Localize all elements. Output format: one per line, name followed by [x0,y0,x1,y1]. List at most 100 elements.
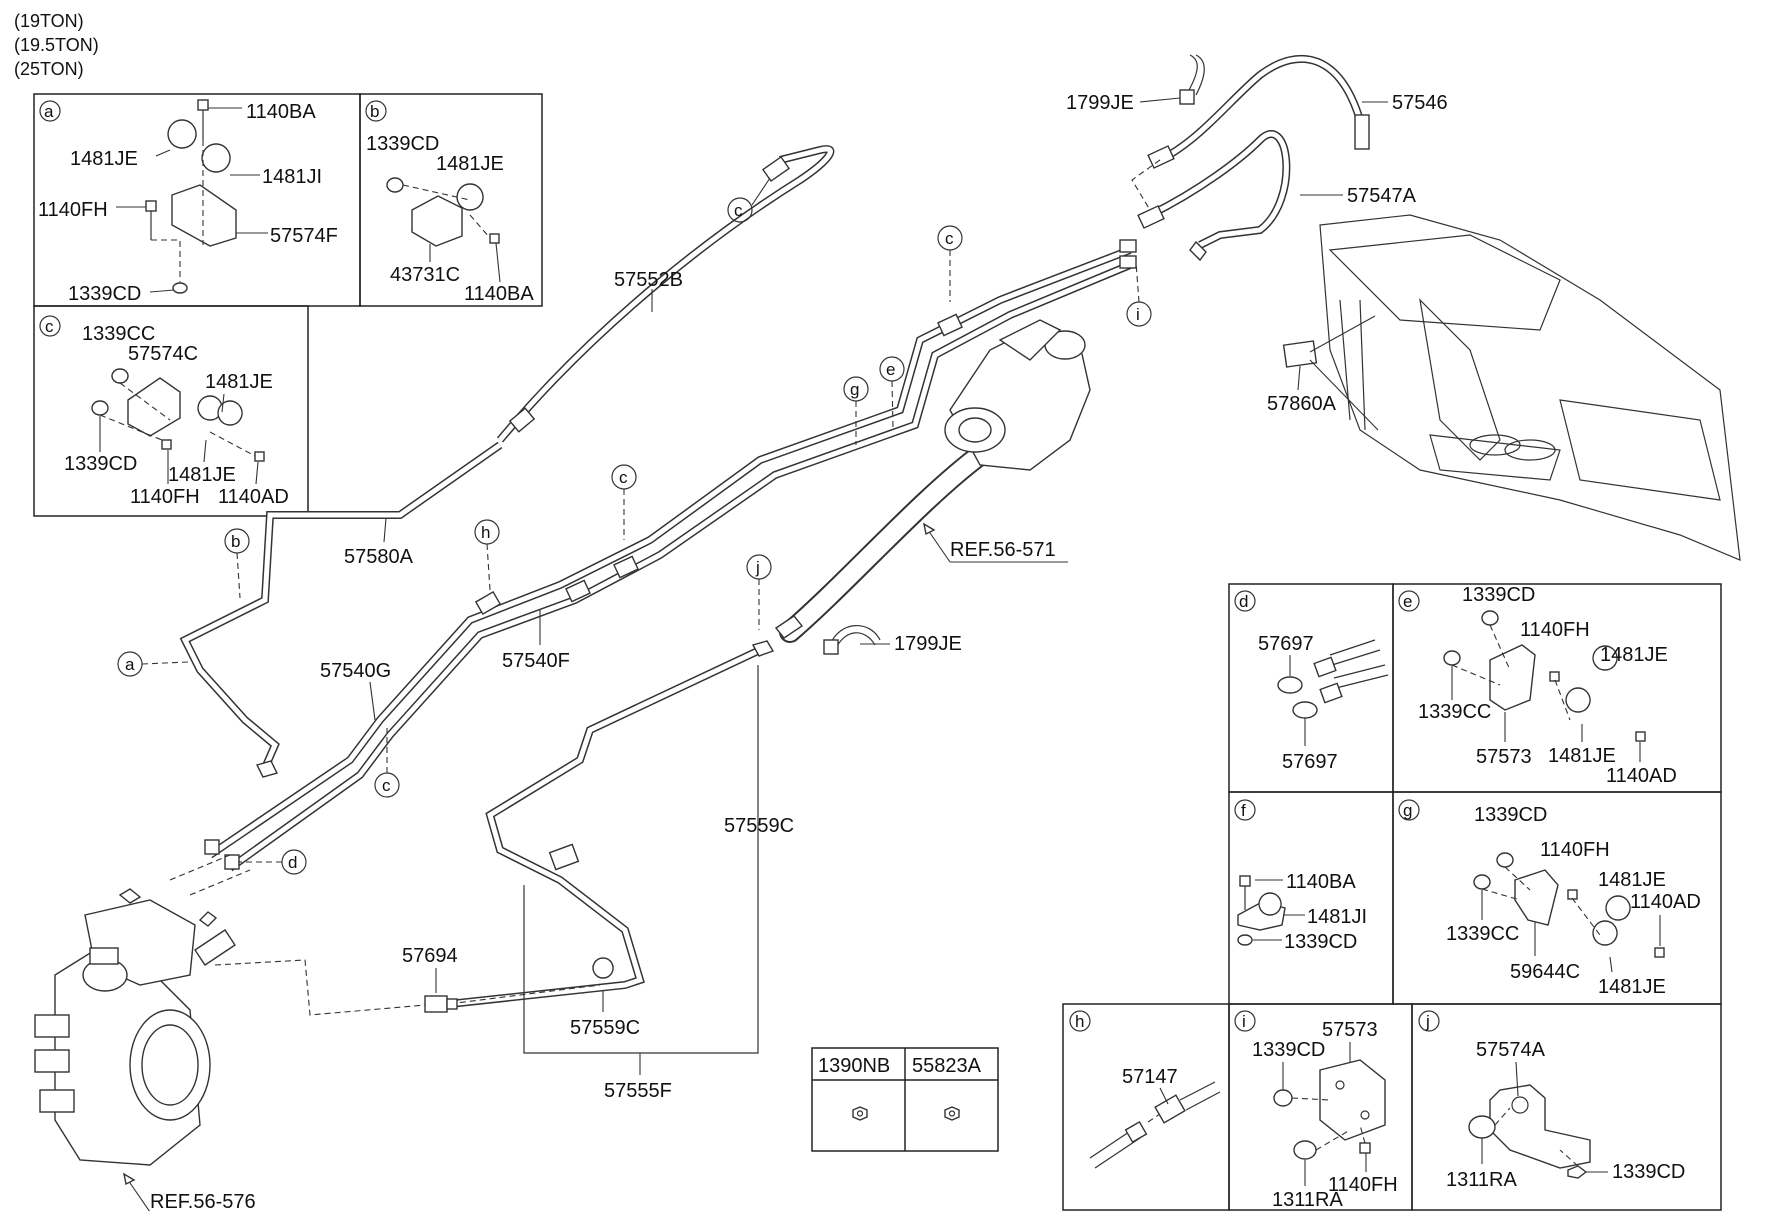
ref-56-571: REF.56-571 [923,522,1068,563]
svg-text:a: a [44,102,54,121]
svg-text:57573: 57573 [1476,746,1532,768]
label-57559C-bottom: 57559C [570,1017,640,1039]
callout-i: i [1126,261,1152,327]
detail-box-h: h 57147 [1062,1003,1230,1211]
svg-text:57574F: 57574F [270,225,338,247]
svg-text:f: f [1241,801,1246,820]
svg-text:1481JI: 1481JI [262,166,322,188]
svg-text:1339CD: 1339CD [68,283,141,305]
svg-text:1481JI: 1481JI [1307,906,1367,928]
svg-text:1481JE: 1481JE [1598,976,1666,998]
svg-text:1481JE: 1481JE [1548,745,1616,767]
svg-text:c: c [45,317,54,336]
svg-text:1339CD: 1339CD [1474,804,1547,826]
detail-box-j: j 57574A 1311RA 1339CD [1411,1003,1722,1211]
dashed-link-top [1131,159,1161,211]
svg-text:j: j [1425,1012,1430,1031]
svg-text:d: d [1239,592,1248,611]
callout-c-1: c [727,177,771,223]
svg-text:j: j [755,558,760,577]
clip-1799JE-top [1179,54,1205,105]
nut-icon-1390NB [852,1106,868,1121]
callout-c-4: c [374,728,400,798]
svg-text:1339CD: 1339CD [1612,1161,1685,1183]
svg-text:1339CD: 1339CD [1252,1039,1325,1061]
svg-text:1140FH: 1140FH [130,486,200,508]
callout-b: b [224,528,250,599]
svg-text:59644C: 59644C [1510,961,1580,983]
svg-text:55823A: 55823A [912,1055,982,1077]
label-57559C-top: 57559C [724,815,794,837]
svg-text:1339CD: 1339CD [1284,931,1357,953]
svg-text:REF.56-576: REF.56-576 [150,1191,256,1211]
steering-gear-box [34,888,236,1166]
callout-e: e [879,356,905,429]
detail-box-e: e 1339CD 1140FH 1481JE 1339CC 57573 1481… [1392,583,1722,793]
svg-text:43731C: 43731C [390,264,460,286]
svg-text:1339CD: 1339CD [1462,584,1535,606]
parts-table: 1390NB 55823A [811,1047,999,1152]
svg-text:1140FH: 1140FH [38,199,108,221]
svg-text:1140BA: 1140BA [464,283,534,305]
svg-text:1339CD: 1339CD [366,133,439,155]
svg-text:1140BA: 1140BA [1286,871,1356,893]
svg-text:1140AD: 1140AD [218,486,289,508]
callout-j: j [746,554,772,630]
label-57694: 57694 [402,945,458,967]
detail-box-a: a 1140BA 1481JE 1481JI 1140FH 57574F 133… [33,93,361,307]
label-57555F: 57555F [604,1080,672,1102]
label-57547A: 57547A [1347,185,1417,207]
svg-text:a: a [125,655,135,674]
callout-h: h [474,519,500,591]
svg-text:c: c [734,201,743,220]
hose-57547A [1137,130,1291,262]
svg-text:57697: 57697 [1282,751,1338,773]
svg-text:1339CC: 1339CC [82,323,155,345]
svg-text:c: c [619,468,628,487]
svg-text:1140AD: 1140AD [1606,765,1677,787]
svg-text:1311RA: 1311RA [1272,1189,1343,1211]
callout-a: a [117,651,189,677]
svg-text:b: b [231,532,240,551]
svg-text:1339CC: 1339CC [1446,923,1519,945]
svg-text:57574A: 57574A [1476,1039,1546,1061]
tube-57580A [179,441,503,778]
svg-text:e: e [1403,592,1412,611]
svg-text:1311RA: 1311RA [1446,1169,1517,1191]
detail-box-b: b 1339CD 1481JE 43731C 1140BA [359,93,543,307]
svg-text:1339CD: 1339CD [64,453,137,475]
svg-text:57573: 57573 [1322,1019,1378,1041]
svg-text:1390NB: 1390NB [818,1055,890,1077]
label-57552B: 57552B [614,269,683,291]
detail-box-d: d 57697 57697 [1228,583,1394,793]
svg-text:i: i [1136,305,1140,324]
svg-text:1140FH: 1140FH [1520,619,1590,641]
svg-text:1339CC: 1339CC [1418,701,1491,723]
label-57860A: 57860A [1267,393,1337,415]
svg-text:c: c [382,776,391,795]
dashed-link-gear [169,854,251,896]
svg-text:1140FH: 1140FH [1540,839,1610,861]
svg-text:1140FH: 1140FH [1328,1174,1398,1196]
svg-text:e: e [886,360,895,379]
label-1799JE-mid: 1799JE [894,633,962,655]
svg-text:1481JE: 1481JE [205,371,273,393]
svg-text:i: i [1242,1012,1246,1031]
detail-box-i: i 57573 1339CD 1311RA 1140FH [1228,1003,1413,1211]
svg-text:57574C: 57574C [128,343,198,365]
variant-25ton: (25TON) [14,59,84,79]
svg-text:h: h [481,523,490,542]
variant-19ton: (19TON) [14,11,84,31]
svg-text:g: g [1403,801,1412,820]
callout-d: d [238,849,307,875]
svg-text:b: b [370,102,379,121]
power-steering-pump [944,319,1091,471]
svg-text:REF.56-571: REF.56-571 [950,539,1056,561]
nut-icon-55823A [944,1106,960,1121]
detail-box-g: g 1339CD 1140FH 1481JE 1140AD 1339CC 596… [1392,791,1722,1005]
label-57540G: 57540G [320,660,391,682]
part-57694 [424,995,458,1013]
pump-hose [774,444,991,643]
tube-57559C [439,640,775,1009]
